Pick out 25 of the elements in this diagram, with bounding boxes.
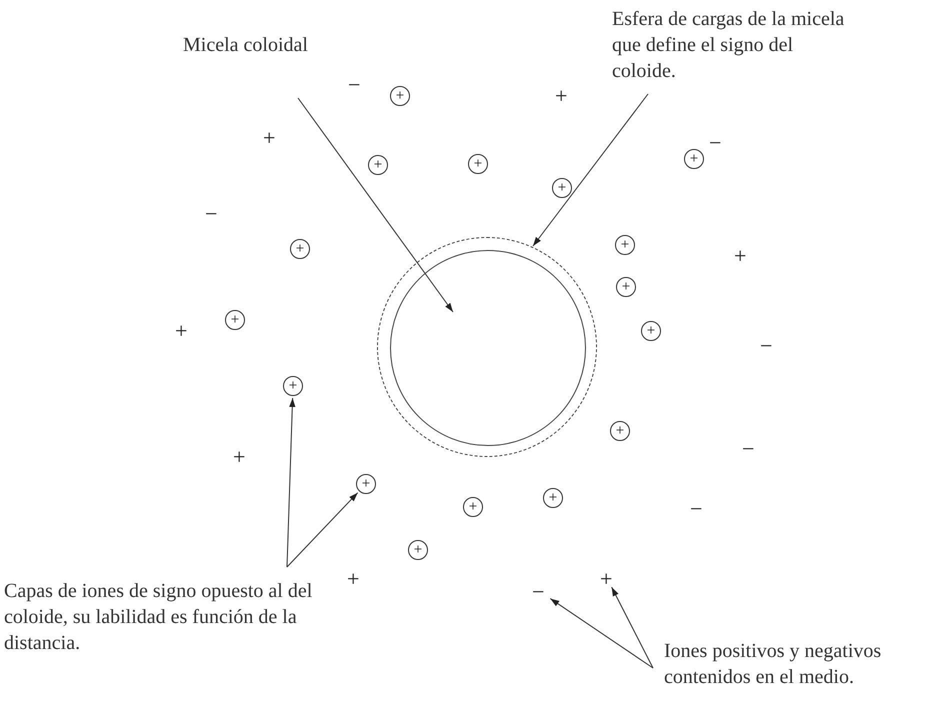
ion-sign: +	[233, 446, 246, 468]
ion-sign: −	[709, 132, 722, 154]
ion-sign: +	[347, 568, 360, 590]
callout-text: Iones positivos y negativos contenidos en el medio.	[664, 639, 882, 690]
callout-text: Capas de iones de signo opuesto al del coloide, su labilidad es función de la distancia.	[4, 579, 314, 656]
ion-sign: +	[555, 85, 568, 107]
leader-arrow	[611, 586, 654, 668]
ion-sign: −	[760, 335, 772, 357]
ion-sign: −	[742, 438, 754, 460]
ion-sign: +	[734, 245, 746, 267]
leader-arrow	[286, 492, 358, 568]
ion-sign: +	[263, 127, 276, 149]
ion-sign: −	[205, 203, 218, 225]
ion-sign: +	[175, 320, 188, 342]
leader-arrow	[532, 94, 648, 246]
leader-arrow	[298, 98, 454, 312]
callout-text: Esfera de cargas de la micela que define el signo del coloide.	[612, 7, 846, 84]
ion-sign: −	[690, 498, 702, 520]
leader-arrow	[286, 398, 296, 568]
ion-sign: −	[348, 74, 360, 96]
ion-sign: −	[532, 581, 544, 603]
ion-sign: +	[600, 568, 612, 590]
leader-arrow	[550, 598, 654, 668]
callout-text: Micela coloidal	[183, 33, 309, 58]
dashed-sphere-outline	[377, 237, 597, 457]
